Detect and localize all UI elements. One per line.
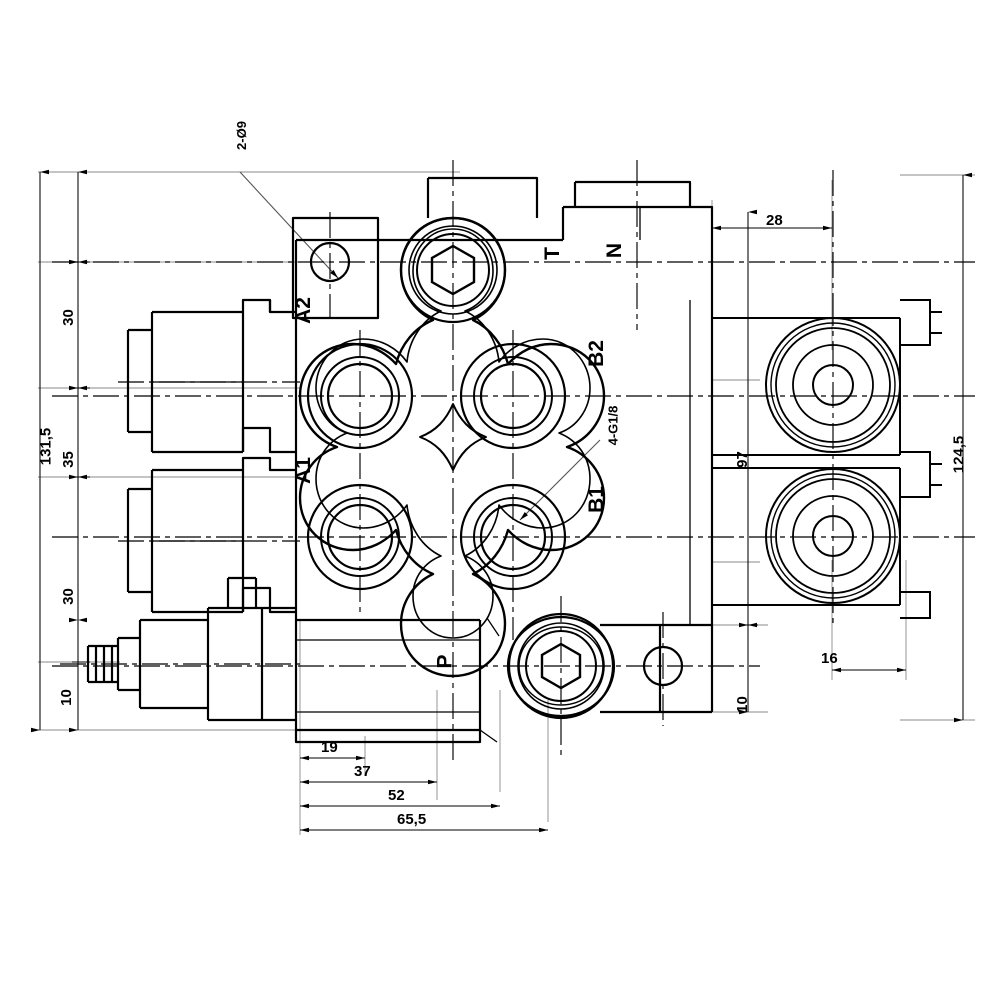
- dim-124-5: 124,5: [950, 435, 968, 474]
- port-label-P: P: [433, 654, 457, 669]
- dim-10-left: 10: [57, 689, 75, 706]
- extension-lines: [38, 171, 975, 835]
- leader-lines: [239, 171, 601, 521]
- dim-65-5: 65,5: [397, 811, 427, 828]
- note-4-g18: 4-G1/8: [605, 405, 621, 446]
- dim-37: 37: [354, 763, 371, 780]
- dim-52: 52: [388, 787, 405, 804]
- dimension-lines: [31, 169, 972, 833]
- port-label-A2: A2: [291, 297, 315, 324]
- port-label-A1: A1: [291, 457, 315, 484]
- centerlines: [52, 160, 975, 760]
- dim-30-bottom: 30: [59, 588, 77, 605]
- valve-body-outline: [86, 176, 714, 744]
- dim-35: 35: [59, 451, 77, 468]
- dim-131-5: 131,5: [37, 427, 55, 466]
- dim-19: 19: [321, 739, 338, 756]
- port-label-B2: B2: [584, 340, 608, 367]
- port-label-T: T: [540, 247, 564, 260]
- dim-10-right: 10: [733, 696, 751, 713]
- detail-lines: [152, 207, 713, 743]
- dim-30-top: 30: [59, 309, 77, 326]
- dim-97: 97: [733, 451, 751, 468]
- port-label-B1: B1: [584, 486, 608, 513]
- note-2-dia9: 2-Ø9: [233, 121, 249, 150]
- dim-16: 16: [821, 650, 838, 667]
- port-label-N: N: [603, 242, 627, 259]
- dim-28: 28: [766, 212, 783, 229]
- right-section-outline: [712, 299, 942, 619]
